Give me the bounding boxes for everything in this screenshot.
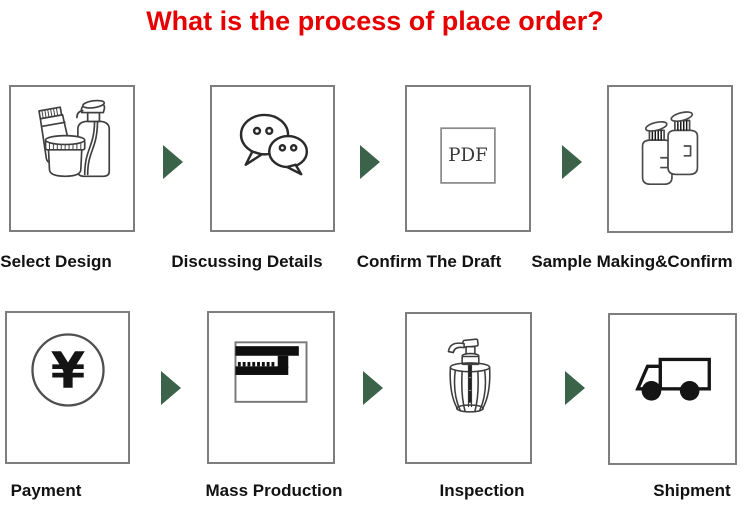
inspection-bottle-icon (447, 337, 491, 413)
step-box-confirm-draft: PDF (405, 85, 531, 232)
step-box-discussing-details (210, 85, 335, 232)
step-label-shipment: Shipment (653, 481, 731, 500)
step-label-sample-making: Sample Making&Confirm (531, 252, 733, 271)
step-box-mass-production (207, 311, 335, 464)
step-label-select-design: Select Design (0, 252, 112, 271)
step-label-discussing-details: Discussing Details (171, 252, 323, 271)
pump-bottles-icon (641, 110, 699, 185)
pdf-document-icon: PDF (440, 126, 496, 184)
step-label-payment: Payment (10, 481, 82, 500)
yen-symbol: ¥ (50, 341, 85, 399)
arrow-right-icon (360, 145, 380, 179)
page-title: What is the process of place order? (146, 6, 604, 36)
arrow-right-icon (163, 145, 183, 179)
step-box-inspection (405, 312, 532, 464)
arrow-right-icon (562, 145, 582, 179)
step-box-sample-making (607, 85, 733, 233)
arrow-right-icon (161, 371, 181, 405)
pdf-label: PDF (448, 144, 488, 165)
yen-currency-icon: ¥ (30, 332, 105, 407)
delivery-truck-icon (634, 357, 711, 401)
step-box-select-design (9, 85, 135, 232)
arrow-right-icon (565, 371, 585, 405)
step-box-payment: ¥ (5, 311, 130, 464)
step-label-inspection: Inspection (439, 481, 525, 500)
step-box-shipment (608, 313, 737, 465)
wechat-chat-icon (239, 113, 308, 176)
arrow-right-icon (363, 371, 383, 405)
production-line-icon (234, 341, 308, 403)
cosmetics-set-icon (38, 99, 111, 177)
step-label-confirm-draft: Confirm The Draft (356, 252, 502, 271)
step-label-mass-production: Mass Production (205, 481, 343, 500)
